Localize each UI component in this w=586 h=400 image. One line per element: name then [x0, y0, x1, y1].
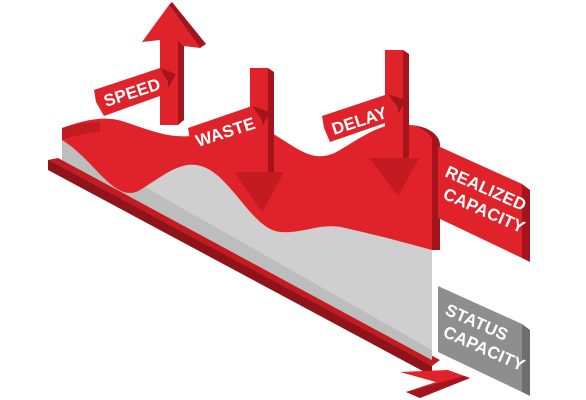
speed-arrow [142, 2, 206, 125]
realized-capacity-label-block: REALIZED CAPACITY [438, 146, 530, 262]
status-capacity-wave [62, 140, 432, 360]
status-capacity-label-block: STATUS CAPACITY [438, 286, 530, 396]
base-arrow [48, 158, 470, 398]
